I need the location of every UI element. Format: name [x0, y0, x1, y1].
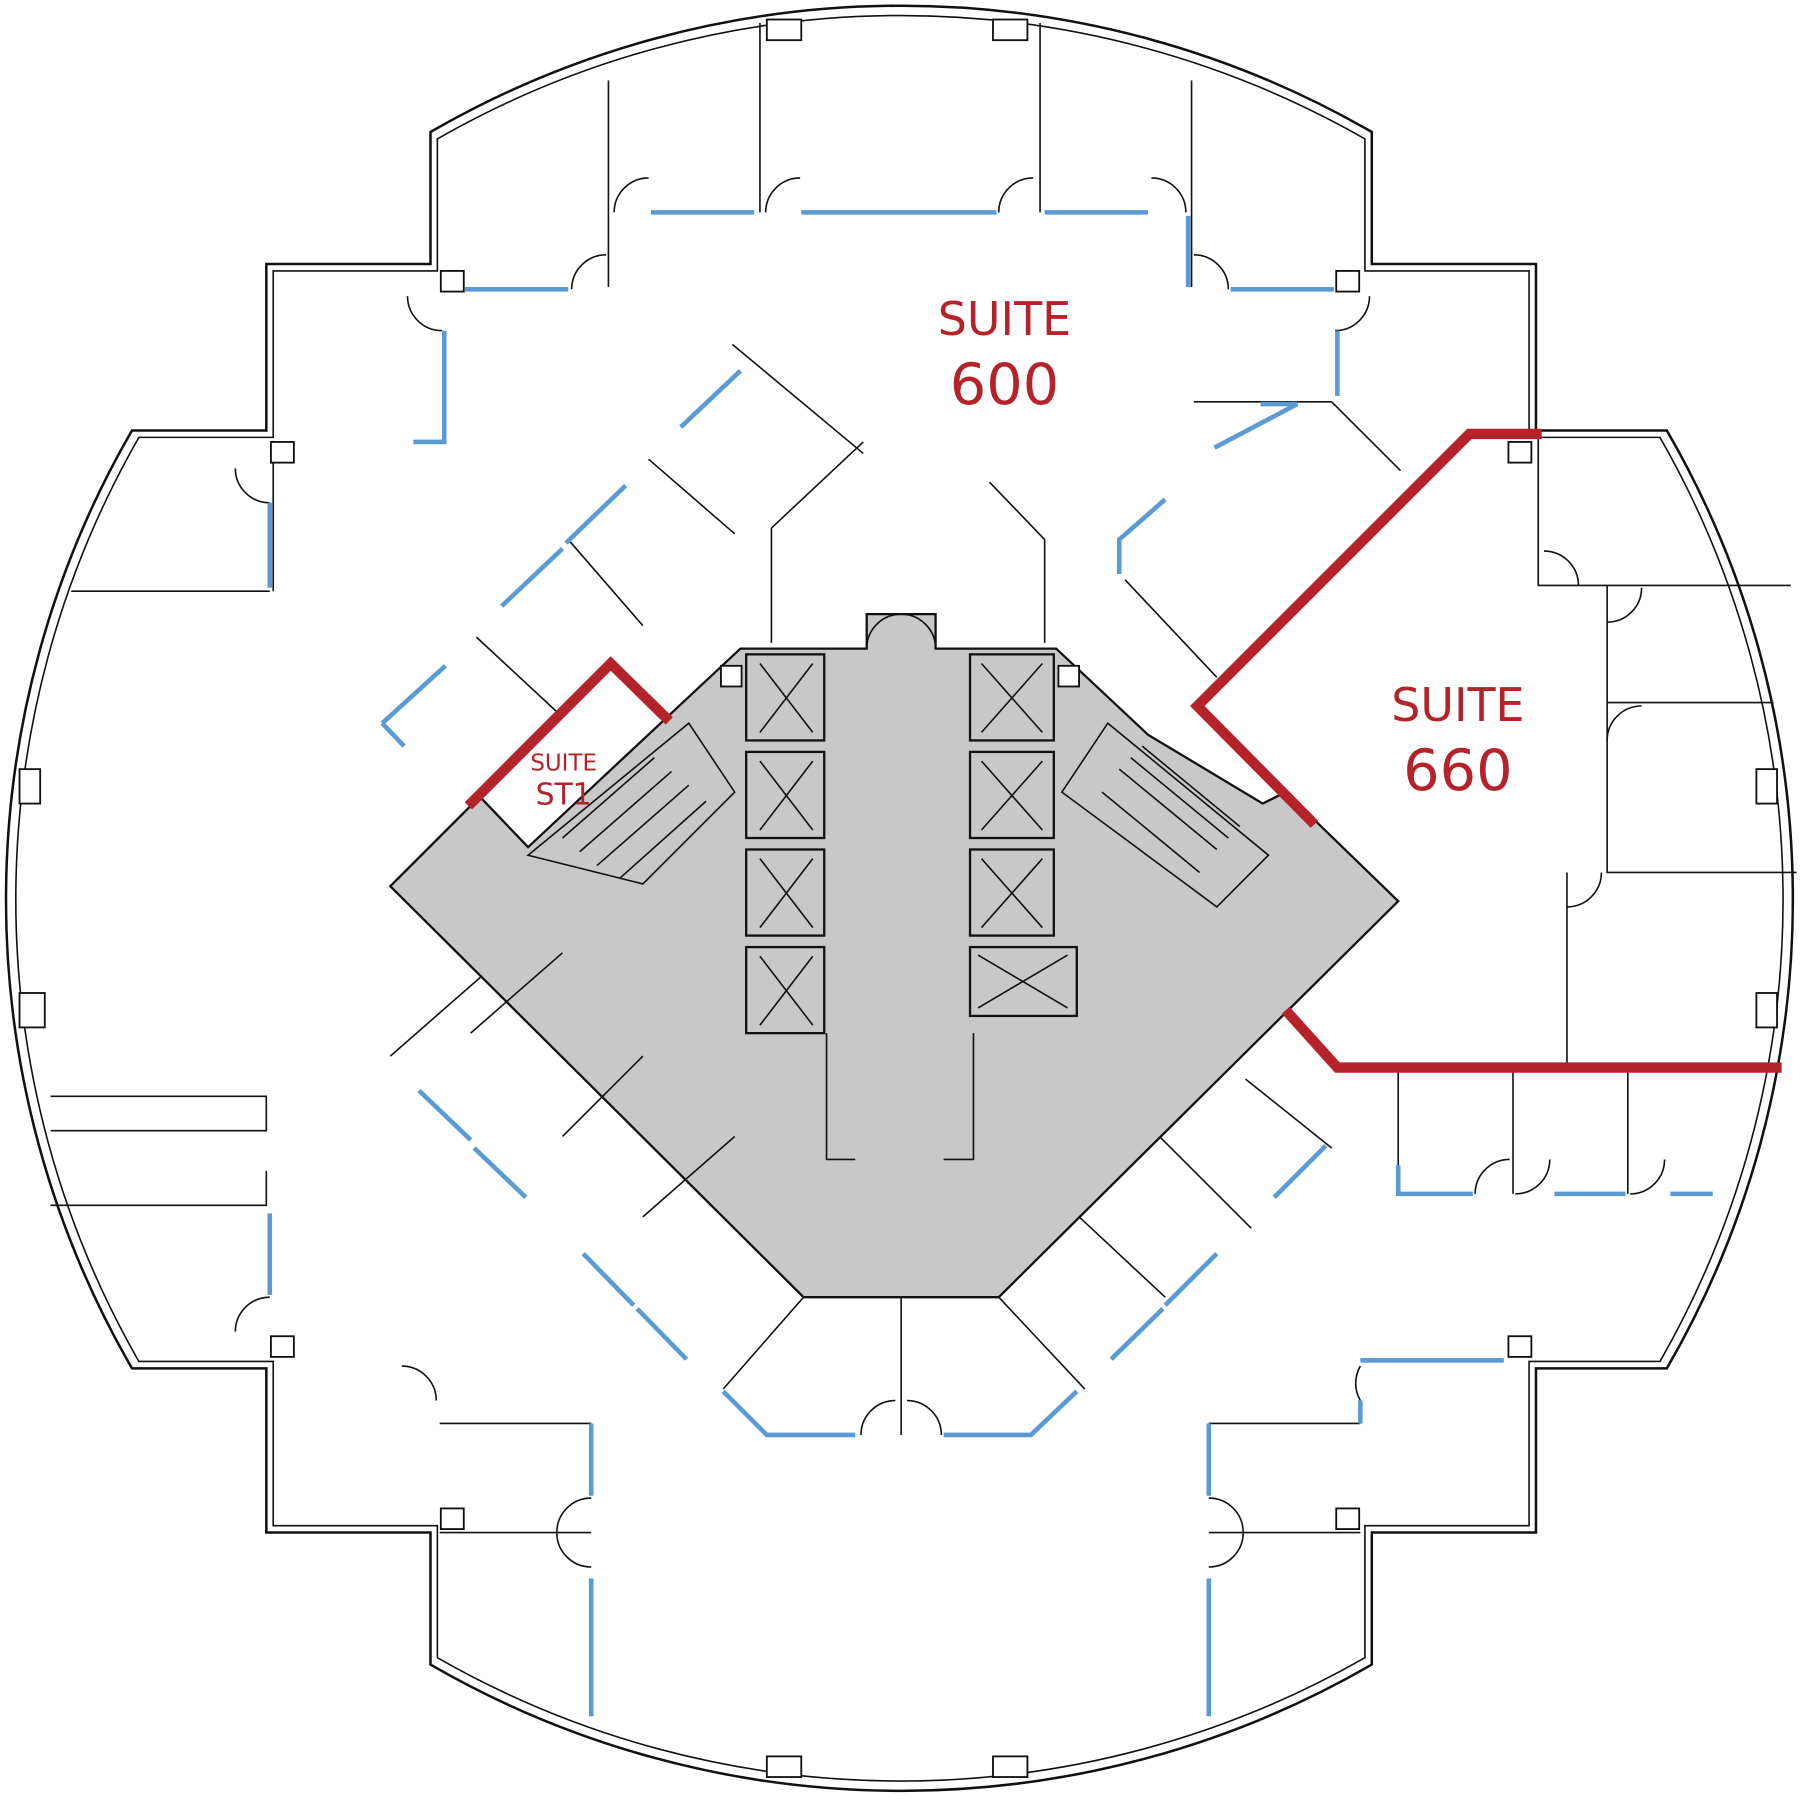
suite-660-boundary-south [1281, 1006, 1782, 1073]
suite-st1-label-line1: SUITE [530, 750, 597, 776]
elevator-bank-right [968, 653, 1078, 1018]
stair-right [1060, 722, 1270, 908]
glass-partitions [267, 210, 1713, 1717]
doors [234, 177, 1666, 1568]
interior-walls [50, 22, 1797, 1534]
suite-st1-label-number: ST1 [536, 778, 592, 813]
stair-left [526, 722, 736, 885]
suite-600-label-line1: SUITE [938, 292, 1071, 346]
perimeter-columns [18, 18, 1778, 1778]
building-perimeter-inner [15, 14, 1784, 1782]
building-perimeter [4, 4, 1795, 1793]
suite-660-label-number: 660 [1403, 737, 1513, 804]
suite-660-boundary [1190, 428, 1542, 828]
building-core [388, 613, 1400, 1299]
suite-660-label-line1: SUITE [1391, 678, 1524, 732]
elevator-bank-left [745, 653, 826, 1035]
suite-600-label-number: 600 [950, 351, 1060, 418]
suite-st1-boundary [464, 656, 673, 810]
